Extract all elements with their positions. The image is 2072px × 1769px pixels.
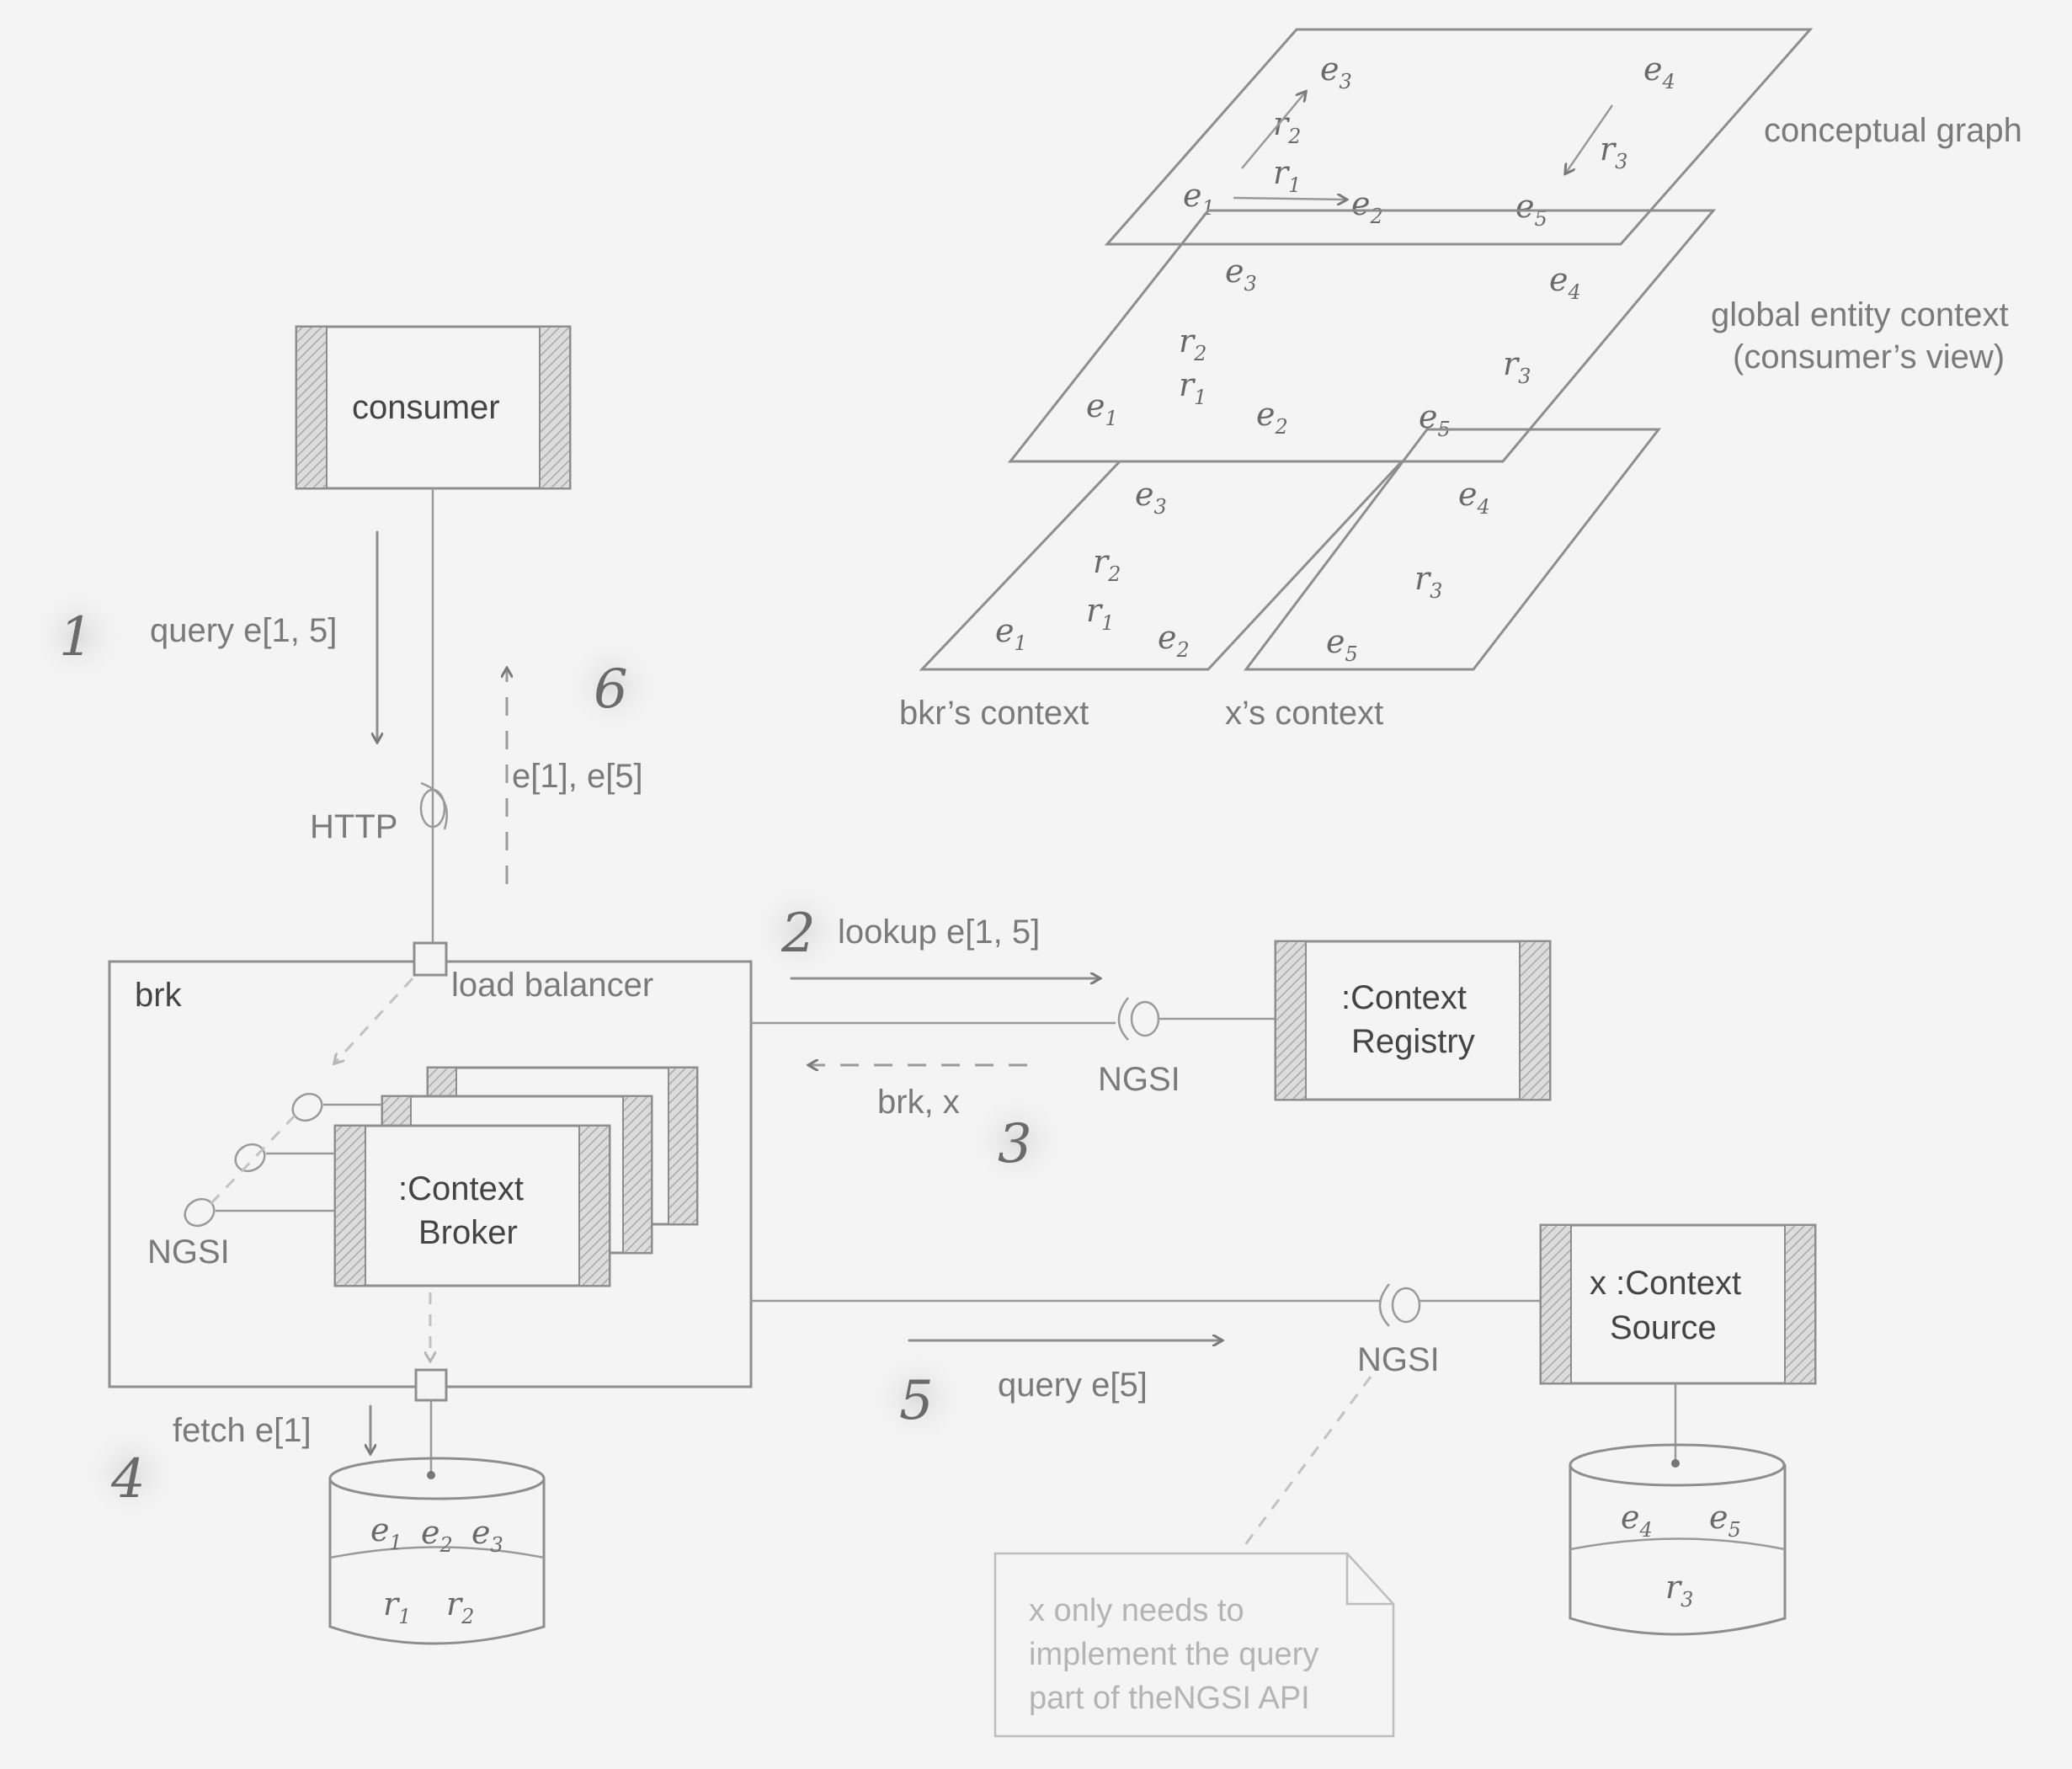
brk-ngsi-sockets — [184, 1092, 382, 1228]
svg-text:r3: r3 — [1414, 560, 1442, 603]
note-connector — [1240, 1376, 1372, 1550]
svg-text:e1: e1 — [370, 1511, 402, 1554]
global-context-entities: e3 e4 e1 e2 e5 r2 r1 r3 — [1086, 253, 1581, 441]
step-1-number: 1 — [59, 606, 93, 669]
step-3-label: brk, x — [877, 1084, 960, 1121]
storage-port — [414, 1368, 448, 1402]
svg-text:e4: e4 — [1621, 1499, 1653, 1542]
registry-ngsi-label: NGSI — [1098, 1061, 1180, 1098]
http-label: HTTP — [310, 808, 397, 845]
load-balancer-label: load balancer — [451, 967, 653, 1004]
svg-text:e4: e4 — [1643, 51, 1675, 93]
step-2-number: 2 — [780, 903, 816, 965]
step-2-label: lookup e[1, 5] — [838, 914, 1040, 951]
step-5-number: 5 — [899, 1370, 934, 1432]
conceptual-graph-label: conceptual graph — [1764, 112, 2022, 149]
step-1-label: query e[1, 5] — [150, 612, 337, 649]
x-context-entities: e4 e5 r3 — [1326, 476, 1490, 666]
broker-label-line2: Broker — [418, 1214, 518, 1251]
step-5-label: query e[5] — [998, 1367, 1148, 1404]
svg-text:r1: r1 — [1086, 592, 1114, 635]
context-planes: e3 e4 e1 e2 e5 r2 r1 r3 conceptual graph… — [899, 28, 2022, 732]
svg-text:e3: e3 — [471, 1514, 503, 1557]
bkr-context-label: bkr’s context — [899, 695, 1089, 732]
svg-text:e2: e2 — [1158, 619, 1190, 662]
svg-text:r1: r1 — [1273, 154, 1301, 197]
svg-text:e3: e3 — [1320, 51, 1352, 93]
svg-text:e2: e2 — [1256, 396, 1288, 439]
x-context-label: x’s context — [1225, 695, 1383, 732]
source-label-line2: Source — [1610, 1309, 1717, 1346]
step-6-number: 6 — [594, 658, 628, 721]
svg-text:e4: e4 — [1549, 261, 1581, 304]
annotation-note: x only needs to implement the query part… — [993, 1552, 1395, 1738]
note-line1: x only needs to — [1029, 1593, 1244, 1628]
context-broker-component[interactable]: :Context Broker — [333, 1124, 611, 1287]
svg-text:e1: e1 — [995, 612, 1027, 655]
global-context-plane — [1007, 209, 1717, 463]
svg-text:e2: e2 — [421, 1514, 453, 1557]
context-registry-component[interactable]: :Context Registry — [1274, 940, 1552, 1101]
global-context-label-line1: global entity context — [1711, 296, 2009, 333]
consumer-component[interactable]: consumer — [295, 325, 572, 490]
svg-text:r2: r2 — [1093, 543, 1121, 586]
source-ngsi-socket — [1378, 1283, 1421, 1327]
svg-text:r3: r3 — [1600, 131, 1627, 173]
step-4-number: 4 — [110, 1448, 146, 1511]
note-line2: implement the query — [1029, 1637, 1318, 1672]
svg-text:e1: e1 — [1183, 177, 1215, 220]
step-3-number: 3 — [998, 1113, 1032, 1175]
svg-text:e5: e5 — [1326, 623, 1358, 666]
svg-text:e4: e4 — [1458, 476, 1490, 519]
conceptual-graph-plane — [1104, 28, 1814, 246]
source-database: e4 e5 r3 — [1569, 1443, 1787, 1636]
svg-text:e1: e1 — [1086, 387, 1118, 430]
conceptual-graph-entities: e3 e4 e1 e2 e5 r2 r1 r3 — [1183, 51, 1675, 231]
brk-label: brk — [135, 977, 183, 1014]
svg-text:r1: r1 — [1179, 366, 1206, 409]
registry-ngsi-socket — [1117, 997, 1160, 1041]
svg-text:r2: r2 — [446, 1585, 474, 1628]
brk-database: e1 e2 e3 r1 r2 — [328, 1457, 546, 1645]
context-source-component[interactable]: x :Context Source — [1539, 1223, 1817, 1385]
svg-text:r3: r3 — [1503, 345, 1531, 388]
step-6-label: e[1], e[5] — [512, 758, 643, 795]
svg-text:e3: e3 — [1225, 253, 1257, 296]
registry-label-line2: Registry — [1351, 1023, 1475, 1060]
source-label-line1: x :Context — [1590, 1265, 1741, 1302]
load-balancer-dispatch — [335, 977, 414, 1063]
x-context-plane — [1243, 428, 1662, 671]
svg-text:e2: e2 — [1351, 185, 1383, 228]
source-ngsi-label: NGSI — [1357, 1341, 1440, 1378]
consumer-label: consumer — [352, 389, 500, 426]
load-balancer-port — [413, 941, 448, 977]
svg-text:r3: r3 — [1665, 1569, 1693, 1612]
brk-ngsi-label: NGSI — [147, 1234, 230, 1271]
step-4-label: fetch e[1] — [173, 1412, 312, 1449]
http-interface-icon — [419, 781, 449, 830]
bkr-context-plane — [919, 460, 1405, 671]
svg-text:e5: e5 — [1709, 1499, 1741, 1542]
broker-label-line1: :Context — [398, 1170, 524, 1207]
registry-label-line1: :Context — [1341, 979, 1467, 1016]
global-context-label-line2: (consumer’s view) — [1733, 338, 2005, 376]
svg-text:r2: r2 — [1179, 322, 1206, 365]
svg-text:r1: r1 — [383, 1585, 411, 1628]
bkr-context-entities: e3 e1 e2 r2 r1 — [995, 476, 1190, 662]
svg-text:e3: e3 — [1135, 476, 1167, 519]
note-line3: part of theNGSI API — [1029, 1681, 1310, 1716]
